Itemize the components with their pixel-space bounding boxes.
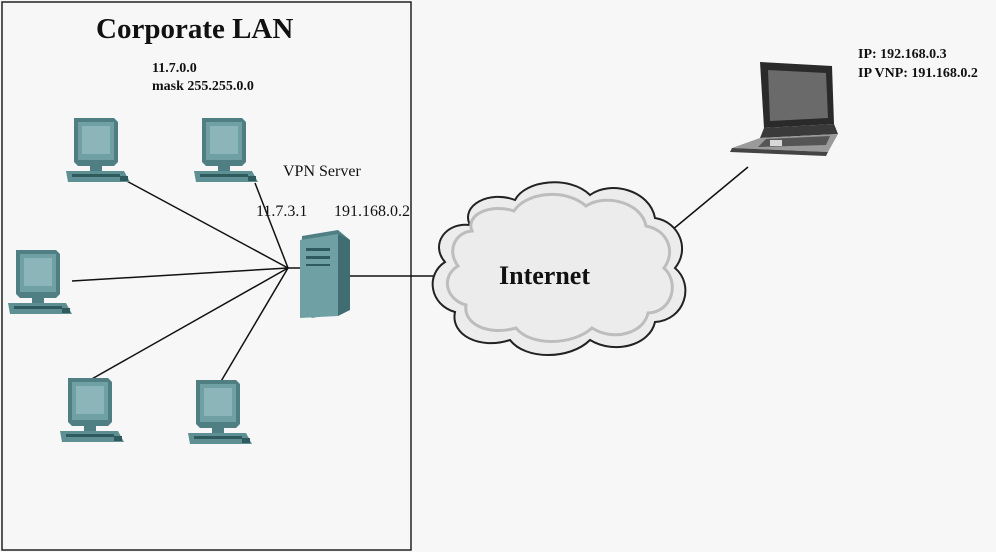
workstation-icon	[60, 378, 124, 442]
workstation-icon	[66, 118, 130, 182]
link-pc1	[109, 171, 289, 269]
link-pc4	[89, 267, 289, 381]
link-pc5	[219, 267, 289, 384]
lan-subnet-mask: mask 255.255.0.0	[152, 79, 254, 94]
lan-title: Corporate LAN	[96, 13, 293, 45]
link-pc3	[71, 267, 289, 282]
laptop-icon	[730, 62, 838, 156]
internet-cloud-icon	[431, 181, 687, 356]
lan-links	[71, 171, 300, 384]
workstation-icon	[194, 118, 258, 182]
vpn-server-wan-ip: 191.168.0.2	[334, 203, 410, 220]
vpn-server-lan-ip: 11.7.3.1	[256, 203, 307, 220]
internet-label: Internet	[499, 261, 590, 290]
lan-network-address: 11.7.0.0	[152, 61, 197, 76]
vpn-server-icon	[300, 230, 350, 318]
laptop-ip: IP: 192.168.0.3	[858, 47, 947, 62]
workstation-icon	[188, 380, 252, 444]
laptop-vpn-ip: IP VNP: 191.168.0.2	[858, 66, 978, 81]
workstation-icon	[8, 250, 72, 314]
vpn-server-label: VPN Server	[283, 163, 361, 180]
link-pc2	[254, 182, 289, 269]
